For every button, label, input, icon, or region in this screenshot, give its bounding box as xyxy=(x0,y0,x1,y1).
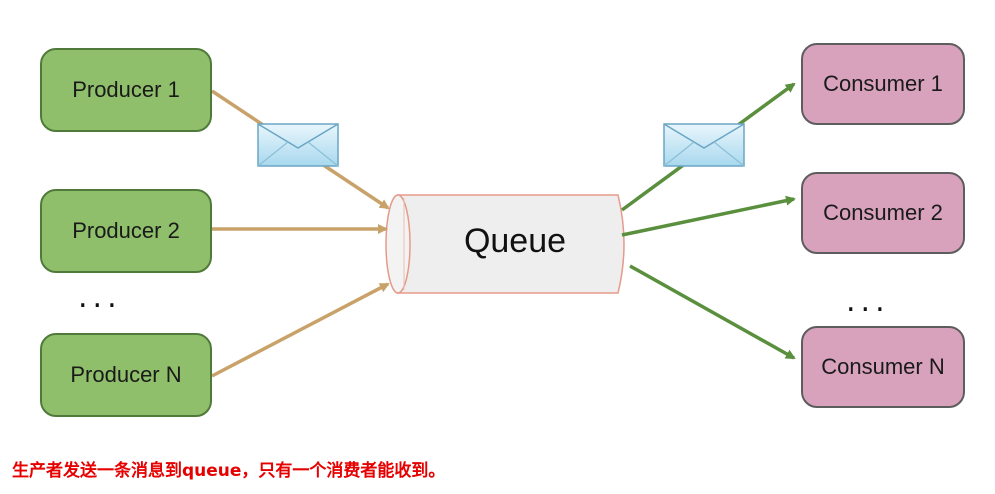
queue-label: Queue xyxy=(463,222,567,260)
arrow-queue-to-consumer-n xyxy=(629,264,796,360)
producer-2-label: Producer 2 xyxy=(72,218,180,243)
consumer-ellipsis: ... xyxy=(846,284,890,319)
consumer-n-label: Consumer N xyxy=(821,354,945,379)
consumer-2-label: Consumer 2 xyxy=(823,200,943,225)
queue-cylinder xyxy=(385,194,625,294)
producer-n-label: Producer N xyxy=(70,362,182,387)
producer-2-node: Producer 2 xyxy=(40,189,212,273)
envelope-icon xyxy=(257,123,339,167)
consumer-n-node: Consumer N xyxy=(801,326,965,408)
consumer-2-node: Consumer 2 xyxy=(801,172,965,254)
consumer-1-label: Consumer 1 xyxy=(823,71,943,96)
producer-n-node: Producer N xyxy=(40,333,212,417)
producer-1-label: Producer 1 xyxy=(72,77,180,102)
consumer-1-node: Consumer 1 xyxy=(801,43,965,125)
caption-text: 生产者发送一条消息到queue，只有一个消费者能收到。 xyxy=(12,461,446,481)
arrow-queue-to-consumer-2 xyxy=(621,195,796,237)
producer-ellipsis: ... xyxy=(78,280,122,315)
arrow-producer-n-to-queue xyxy=(211,282,390,378)
producer-1-node: Producer 1 xyxy=(40,48,212,132)
envelope-icon xyxy=(663,123,745,167)
